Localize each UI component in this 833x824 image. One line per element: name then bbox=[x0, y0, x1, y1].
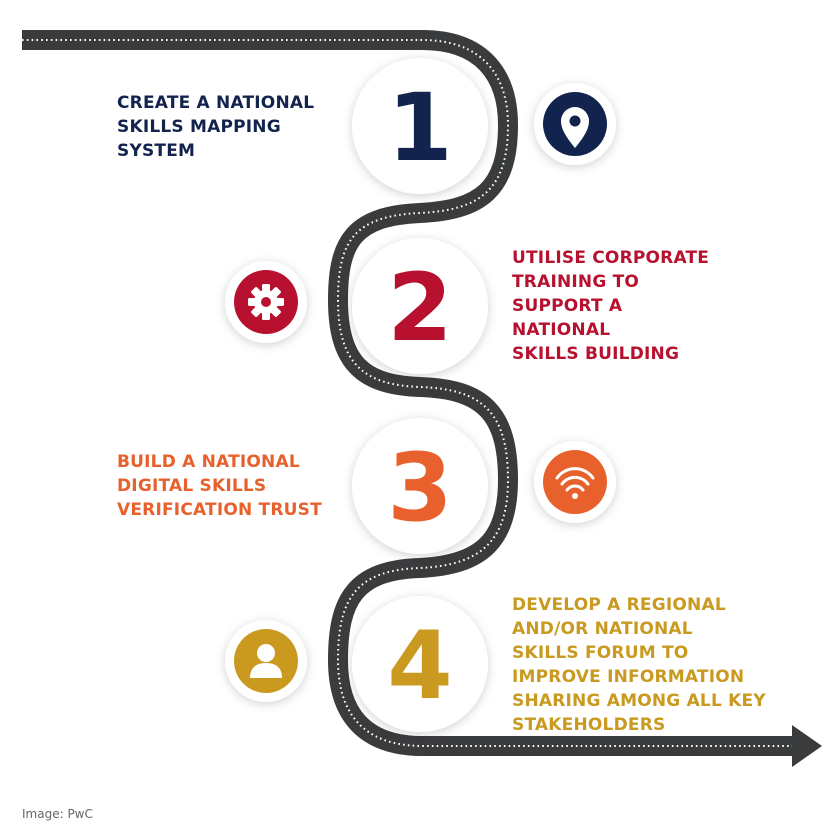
step-4-circle: 4 bbox=[352, 596, 488, 732]
step-4-number: 4 bbox=[387, 612, 452, 721]
road-arrowhead bbox=[792, 725, 822, 767]
step-1-number: 1 bbox=[387, 74, 452, 183]
step-3-text: BUILD A NATIONAL DIGITAL SKILLS VERIFICA… bbox=[117, 452, 322, 520]
image-credit: Image: PwC bbox=[22, 807, 93, 821]
step-2-circle: 2 bbox=[352, 238, 488, 374]
winding-road bbox=[22, 30, 822, 767]
step-1-text: CREATE A NATIONAL SKILLS MAPPING SYSTEM bbox=[117, 93, 315, 161]
step-2-number: 2 bbox=[387, 254, 452, 363]
step-1-circle: 1 bbox=[352, 58, 488, 194]
wifi-icon bbox=[534, 441, 616, 523]
location-pin-icon bbox=[534, 83, 616, 165]
gear-icon bbox=[225, 261, 307, 343]
step-2-text: UTILISE CORPORATE TRAINING TO SUPPORT A … bbox=[512, 248, 710, 364]
step-3-number: 3 bbox=[387, 434, 452, 543]
step-4-text: DEVELOP A REGIONAL AND/OR NATIONAL SKILL… bbox=[512, 595, 766, 735]
user-icon bbox=[225, 620, 307, 702]
step-3-circle: 3 bbox=[352, 418, 488, 554]
